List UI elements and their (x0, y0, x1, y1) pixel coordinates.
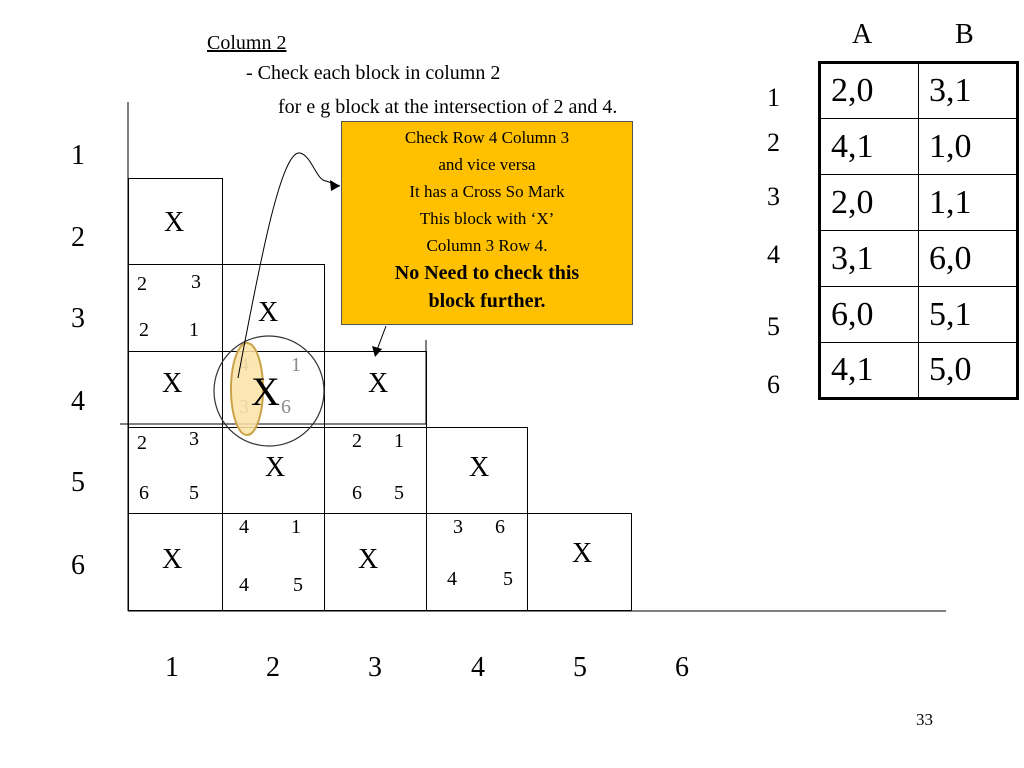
cell-value: 2 (352, 430, 362, 452)
table-row-number: 3 (767, 182, 780, 211)
row-label: 6 (71, 550, 85, 581)
cell-value: 4 (239, 516, 249, 538)
cell-value: 6 (139, 482, 149, 504)
table-row: 3,1 6,0 (819, 230, 1018, 287)
x-mark: X (162, 368, 183, 399)
x-mark: X (164, 207, 185, 238)
cell-value: 2 (139, 319, 149, 341)
x-mark-highlighted: X (251, 369, 280, 414)
cell-value: 2 (137, 273, 147, 295)
col-label: 6 (675, 652, 689, 683)
x-mark: X (572, 538, 593, 569)
x-mark: X (368, 368, 389, 399)
col-label: 1 (165, 652, 179, 683)
col-label: 2 (266, 652, 280, 683)
callout-curve-arrow (237, 152, 341, 379)
table-cell: 5,1 (918, 286, 1018, 343)
table-row-number: 1 (767, 83, 780, 112)
x-mark: X (162, 544, 183, 575)
callout-line: Column 3 Row 4. (426, 236, 548, 255)
x-mark: X (265, 452, 286, 483)
table-cell: 3,1 (918, 62, 1018, 119)
row-label: 2 (71, 222, 85, 253)
slide-heading: Column 2 (207, 32, 287, 54)
row-label: 1 (71, 140, 85, 171)
table-row: 4,1 1,0 (819, 118, 1018, 175)
table-row: 2,0 1,1 (819, 174, 1018, 231)
table-row-number: 2 (767, 128, 780, 157)
cell-value: 6 (352, 482, 362, 504)
cell-value: 6 (281, 396, 291, 418)
table-header-a: A (852, 19, 873, 50)
callout-box: Check Row 4 Column 3 and vice versa It h… (341, 121, 633, 325)
cell-value: 2 (137, 432, 147, 454)
cell-value: 1 (291, 354, 301, 376)
arrowhead (372, 346, 382, 357)
table-row-number: 5 (767, 312, 780, 341)
table-cell: 4,1 (819, 118, 919, 175)
table-row: 4,1 5,0 (819, 342, 1018, 399)
table-cell: 6,0 (819, 286, 919, 343)
cell-value: 4 (447, 568, 457, 590)
table-row: 2,0 3,1 (819, 62, 1018, 119)
callout-line: and vice versa (438, 155, 536, 174)
cell-value: 5 (503, 568, 513, 590)
table-row-number: 4 (767, 240, 780, 269)
cell-value: 6 (495, 516, 505, 538)
payoff-table: 2,0 3,1 4,1 1,0 2,0 1,1 3,1 6,0 6,0 5,1 … (818, 61, 1019, 400)
step-text: - Check each block in column 2 (246, 62, 501, 84)
col-label: 5 (573, 652, 587, 683)
x-mark: X (358, 544, 379, 575)
col-label: 4 (471, 652, 485, 683)
table-cell: 2,0 (819, 174, 919, 231)
example-text: for e g block at the intersection of 2 a… (278, 96, 618, 118)
callout-line: This block with ‘X’ (419, 209, 555, 228)
cell-value: 1 (189, 319, 199, 341)
arrowhead (330, 180, 340, 191)
table-cell: 2,0 (819, 62, 919, 119)
callout-bold-line: No Need to check this (394, 262, 580, 284)
page-number: 33 (916, 710, 933, 729)
cell-value: 1 (394, 430, 404, 452)
cell-value: 5 (293, 574, 303, 596)
callout-line: Check Row 4 Column 3 (404, 128, 570, 147)
table-cell: 6,0 (918, 230, 1018, 287)
cell-value: 5 (189, 482, 199, 504)
table-row: 6,0 5,1 (819, 286, 1018, 343)
cell-value: 3 (453, 516, 463, 538)
row-label: 5 (71, 467, 85, 498)
table-header-b: B (955, 19, 974, 50)
table-cell: 5,0 (918, 342, 1018, 399)
callout-bold-line: block further. (428, 290, 546, 312)
callout-line: It has a Cross So Mark (409, 182, 565, 201)
cell-value: 3 (191, 271, 201, 293)
cell-value: 5 (394, 482, 404, 504)
row-label: 4 (71, 386, 85, 417)
highlight-circle (213, 335, 325, 447)
cell-value: 4 (239, 574, 249, 596)
col-label: 3 (368, 652, 382, 683)
table-cell: 3,1 (819, 230, 919, 287)
cell-value: 1 (291, 516, 301, 538)
x-mark: X (258, 297, 279, 328)
row-label: 3 (71, 303, 85, 334)
cell-value: 3 (189, 428, 199, 450)
highlight-ellipse (230, 342, 264, 436)
grid-cell-r6c5: X (527, 513, 632, 611)
table-row-number: 6 (767, 370, 780, 399)
callout-pointer-arrow (376, 325, 387, 351)
x-mark: X (469, 452, 490, 483)
table-cell: 4,1 (819, 342, 919, 399)
table-cell: 1,0 (918, 118, 1018, 175)
table-cell: 1,1 (918, 174, 1018, 231)
